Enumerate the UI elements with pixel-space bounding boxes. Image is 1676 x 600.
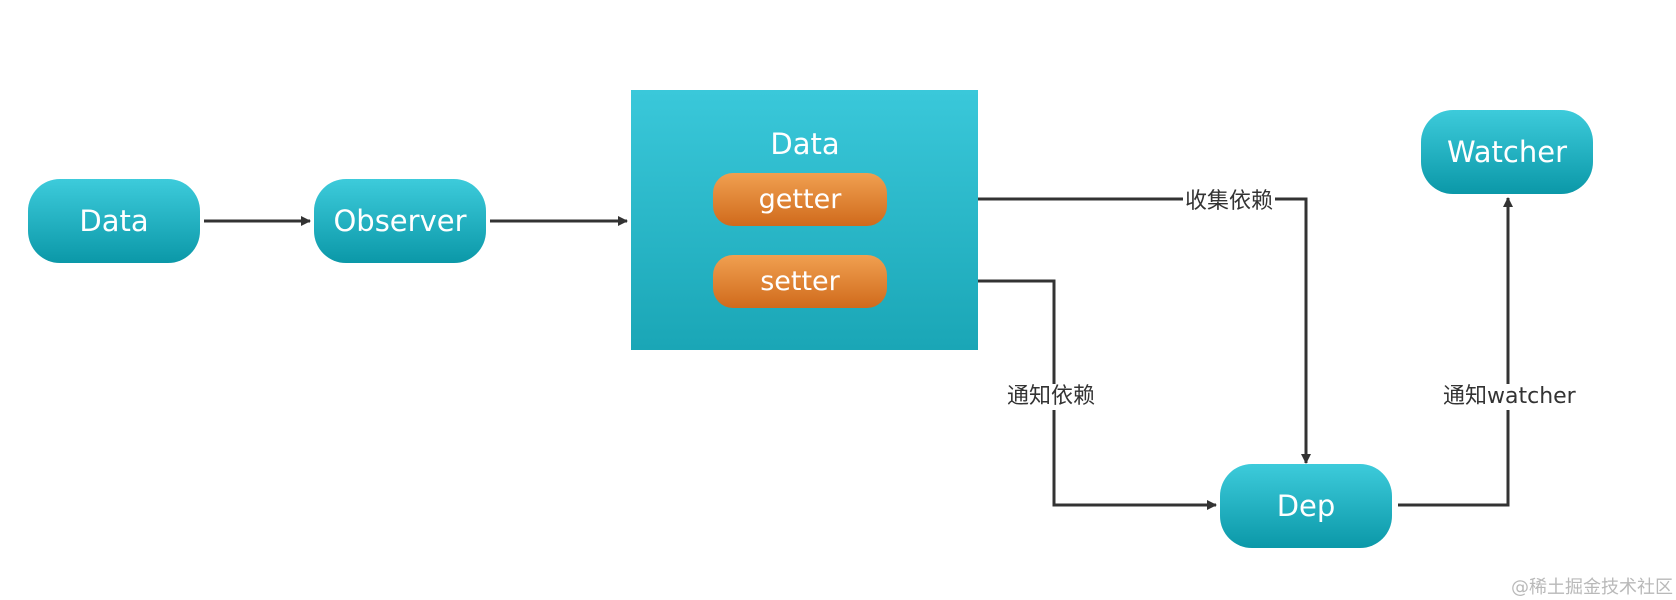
watcher-node: Watcher [1421, 110, 1593, 194]
setter-node: setter [713, 255, 887, 308]
getter-label: getter [758, 184, 842, 215]
dep-label: Dep [1276, 489, 1336, 523]
setter-label: setter [760, 266, 840, 297]
notify-dependency-label: 通知依赖 [1005, 384, 1098, 410]
notify-watcher-label: 通知watcher [1441, 384, 1578, 410]
watermark: @稀土掘金技术社区 [1511, 577, 1673, 598]
dep-node: Dep [1220, 464, 1392, 548]
watcher-label: Watcher [1446, 135, 1568, 169]
observer-label: Observer [333, 204, 467, 238]
data-object-title: Data [770, 127, 840, 161]
getter-node: getter [713, 173, 887, 226]
data-source-label: Data [79, 204, 149, 238]
observer-node: Observer [314, 179, 486, 263]
arrow-getter-to-dep [890, 197, 1311, 464]
arrow-dep-to-watcher [1398, 197, 1513, 507]
collect-dependency-label: 收集依赖 [1183, 189, 1276, 215]
data-source-node: Data [28, 179, 200, 263]
